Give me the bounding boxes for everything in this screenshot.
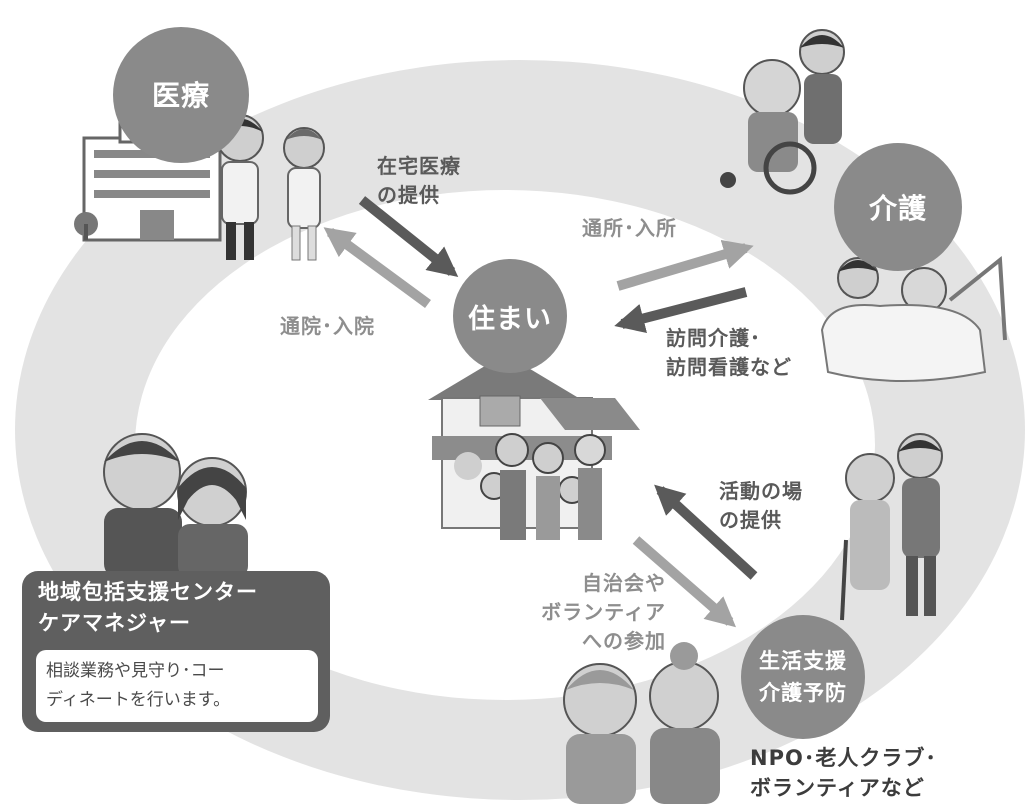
wheelchair-illustration (720, 29, 845, 195)
arrow-participation (632, 536, 737, 628)
bed-care-illustration (820, 256, 1007, 382)
flow-label-home-medical: 在宅医療 の提供 (377, 154, 461, 207)
arrow-visit-care (614, 287, 748, 334)
support-node-label: 生活支援 介護予防 (759, 649, 847, 705)
house-family-illustration (428, 354, 640, 540)
arrow-home-medical (358, 196, 459, 277)
neighbors-illustration (563, 642, 720, 804)
flow-label-day-service: 通所･入所 (582, 216, 677, 240)
medical-node-label: 医療 (151, 79, 210, 112)
flow-label-hospital-visit: 通院･入院 (280, 314, 375, 338)
medical-node-circle (113, 27, 249, 163)
support-providers-label: NPO･老人クラブ･ ボランティアなど (750, 746, 937, 800)
support-center-box: 地域包括支援センター ケアマネジャー 相談業務や見守り･コー ディネートを行いま… (22, 571, 330, 732)
support-center-title: 地域包括支援センター ケアマネジャー (38, 580, 258, 635)
flow-label-activity-place: 活動の場 の提供 (719, 479, 803, 532)
care-manager-illustration (103, 433, 248, 578)
arrow-activity-place (654, 484, 758, 580)
home-node-label: 住まい (468, 303, 552, 335)
support-center-description: 相談業務や見守り･コー ディネートを行います。 (36, 650, 318, 722)
support-node-circle (741, 615, 865, 739)
arrow-hospital-visit (323, 227, 431, 309)
arrow-day-service (616, 239, 754, 291)
flow-label-participation: 自治会や ボランティア への参加 (541, 571, 666, 653)
flow-label-visit-care: 訪問介護･ 訪問看護など (666, 326, 792, 379)
elderly-helper-illustration (840, 433, 943, 621)
nurse-illustration (283, 127, 325, 261)
care-node-label: 介護 (868, 192, 927, 225)
care-node-circle (834, 143, 962, 271)
home-node-circle (453, 259, 567, 373)
